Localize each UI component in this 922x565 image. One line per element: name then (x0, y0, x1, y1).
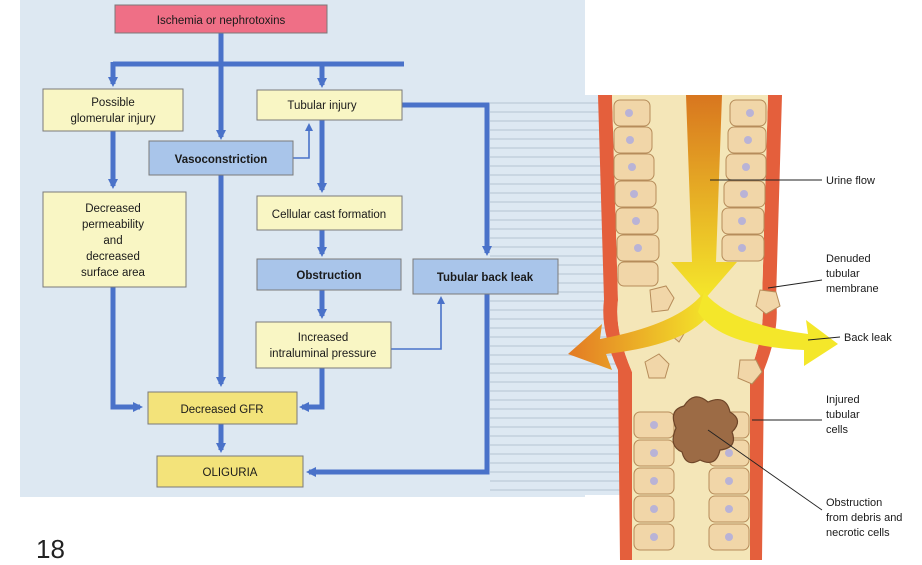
label-denuded-2: tubular (826, 268, 860, 280)
label-denuded-3: membrane (826, 283, 879, 295)
node-intraluminal-pressure: Increased intraluminal pressure (256, 322, 391, 368)
label-injured-3: cells (826, 424, 849, 436)
node-cast-formation: Cellular cast formation (257, 196, 402, 230)
label-back-leak: Back leak (844, 332, 892, 344)
svg-text:glomerular injury: glomerular injury (70, 113, 155, 125)
arrow-pressure-to-backleak (391, 298, 441, 349)
label-injured-2: tubular (826, 409, 860, 421)
page-number: 18 (36, 534, 65, 565)
node-tubular-back-leak: Tubular back leak (413, 259, 558, 294)
svg-text:Vasoconstriction: Vasoconstriction (175, 154, 268, 166)
label-denuded-1: Denuded (826, 253, 871, 265)
label-obstruction-1: Obstruction (826, 497, 882, 509)
arrow-permeability-to-gfr (113, 287, 140, 407)
svg-text:OLIGURIA: OLIGURIA (203, 467, 258, 479)
label-obstruction-2: from debris and (826, 512, 902, 524)
svg-text:Decreased: Decreased (85, 203, 141, 215)
svg-text:Tubular injury: Tubular injury (287, 100, 356, 112)
thin-arrows (293, 125, 441, 349)
label-injured-1: Injured (826, 394, 860, 406)
arrow-pressure-to-gfr (302, 368, 322, 407)
arrow-vasoconstriction-to-tubular (293, 125, 309, 158)
svg-text:decreased: decreased (86, 251, 140, 263)
label-urine-flow: Urine flow (826, 175, 875, 187)
svg-text:Obstruction: Obstruction (296, 270, 361, 282)
svg-text:Tubular back leak: Tubular back leak (437, 272, 534, 284)
node-ischemia: Ischemia or nephrotoxins (115, 5, 327, 33)
node-decreased-gfr: Decreased GFR (148, 392, 297, 424)
svg-text:Cellular cast formation: Cellular cast formation (272, 209, 386, 221)
svg-text:Decreased GFR: Decreased GFR (180, 404, 263, 416)
node-decreased-permeability: Decreased permeability and decreased sur… (43, 192, 186, 287)
arrow-tubular-to-backleak (402, 105, 487, 253)
node-tubular-injury: Tubular injury (257, 90, 402, 120)
node-vasoconstriction: Vasoconstriction (149, 141, 293, 175)
tubule-illustration (568, 95, 838, 560)
svg-text:Possible: Possible (91, 97, 134, 109)
arrow-ischemia-split (113, 33, 404, 64)
svg-text:Ischemia or nephrotoxins: Ischemia or nephrotoxins (157, 15, 286, 27)
svg-text:intraluminal pressure: intraluminal pressure (270, 348, 377, 360)
node-obstruction: Obstruction (257, 259, 401, 290)
node-oliguria: OLIGURIA (157, 456, 303, 487)
svg-text:surface area: surface area (81, 267, 146, 279)
node-glomerular-injury: Possible glomerular injury (43, 89, 183, 131)
svg-text:permeability: permeability (82, 219, 144, 231)
label-obstruction-3: necrotic cells (826, 527, 890, 539)
svg-text:Increased: Increased (298, 332, 349, 344)
arrow-backleak-to-oliguria (309, 294, 487, 472)
svg-text:and: and (103, 235, 122, 247)
